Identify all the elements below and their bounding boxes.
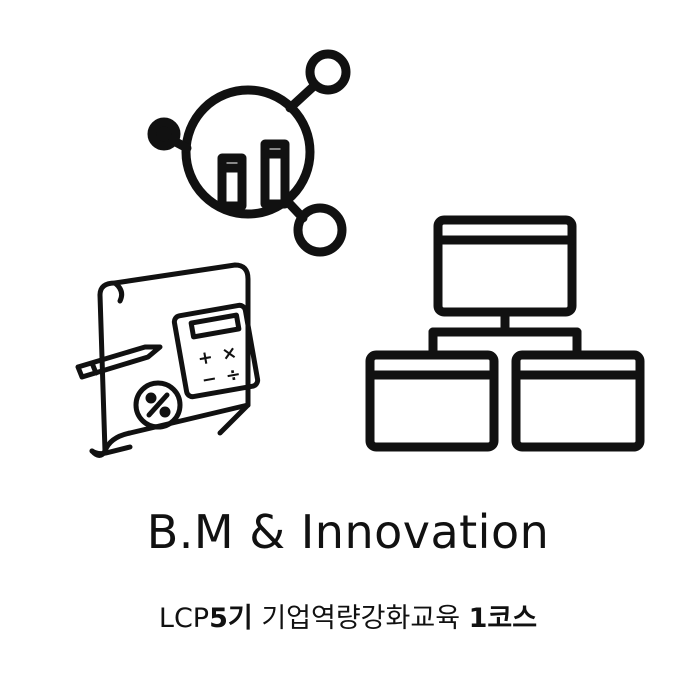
svg-text:×: × [220, 342, 239, 365]
page-title: B.M & Innovation [146, 505, 550, 559]
svg-text:−: − [200, 368, 219, 391]
program-prefix: LCP [158, 603, 210, 634]
course-subtitle: LCP5기 기업역량강화교육 1코스 [0, 596, 696, 635]
svg-text:+: + [196, 347, 215, 370]
planning-icon: + × − ÷ [75, 262, 261, 458]
cohort-label: 5기 [209, 603, 253, 634]
course-label: 1코스 [468, 603, 538, 634]
hierarchy-icon [365, 215, 645, 452]
program-name: 기업역량강화교육 [252, 603, 469, 634]
svg-text:÷: ÷ [224, 364, 243, 387]
analytics-icon [147, 49, 351, 257]
